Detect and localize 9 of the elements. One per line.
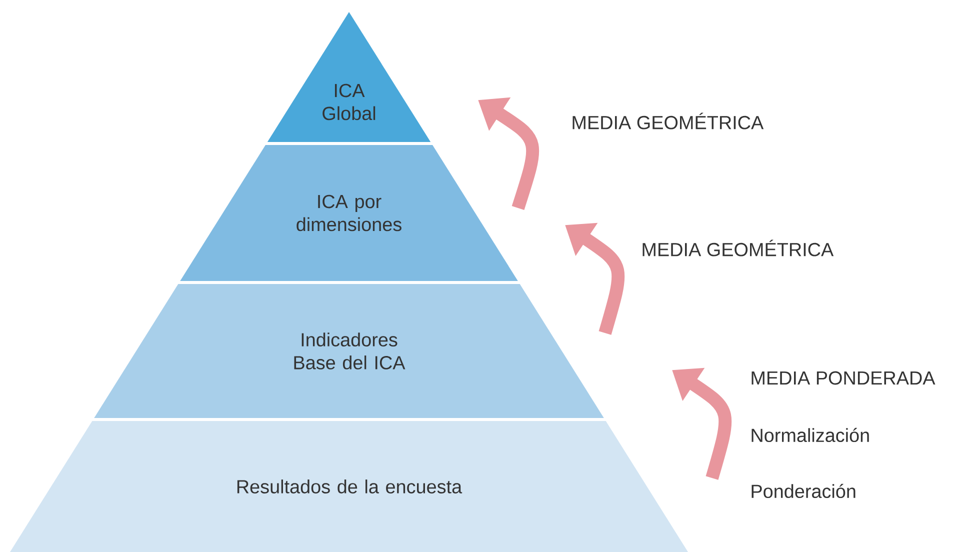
pyramid-layer: Indicadores Base del ICA [94, 284, 604, 418]
step-label: Normalización [752, 428, 869, 442]
step-label: MEDIA GEOMÉTRICA [642, 240, 834, 256]
pyramid-layer: Resultados de la encuesta [10, 421, 688, 552]
pyramid-layer: ICA por dimensiones [180, 145, 518, 281]
step-label: MEDIA PONDERADA [752, 371, 936, 385]
step-label: MEDIA GEOMÉTRICA [572, 112, 764, 130]
step-label: Ponderación [752, 484, 856, 498]
pyramid-layer: ICA Global [267, 12, 431, 142]
